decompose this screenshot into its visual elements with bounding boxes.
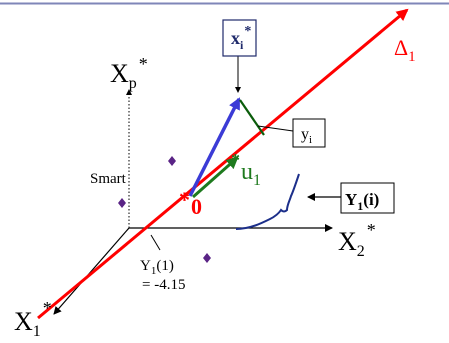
x2-axis-label: X2*: [338, 220, 376, 260]
yi-box: [292, 118, 326, 148]
y1-one-value: = -4.15: [142, 277, 185, 293]
origin-label: 0: [191, 194, 202, 219]
point-diamond: [118, 198, 126, 208]
xi-vector: [188, 97, 241, 197]
origin-star: *: [179, 187, 190, 212]
delta1-label: Δ1: [394, 35, 416, 65]
xp-axis-label: Xp*: [110, 54, 148, 92]
y1-one-pointer: [150, 234, 161, 251]
u1-star: *: [231, 150, 240, 170]
u1-label: u1: [241, 159, 261, 189]
delta1-line: [37, 8, 409, 320]
point-diamond: [203, 253, 211, 263]
y1i-label: Y1(i): [345, 190, 379, 213]
xi-label: xi*: [231, 24, 251, 52]
xi-box: [222, 19, 257, 57]
brace: [235, 173, 300, 230]
x1-axis: [53, 227, 130, 315]
y1-one-label: Y1(1): [140, 258, 174, 277]
yi-pointer: [257, 125, 294, 132]
x1-axis-label: X1*: [14, 298, 52, 340]
y1i-box: [340, 182, 395, 214]
projection-line: [239, 99, 265, 136]
smart-label: Smart: [90, 171, 127, 187]
point-diamond: [168, 156, 176, 166]
u1-vector: [192, 156, 239, 199]
yi-label: yi: [301, 126, 312, 146]
